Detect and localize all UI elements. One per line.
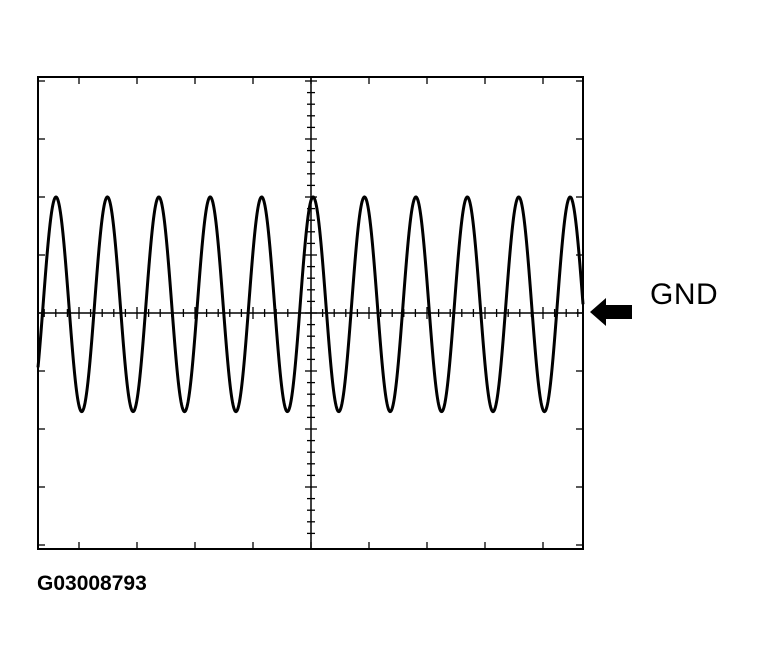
gnd-arrow-icon xyxy=(590,298,632,326)
signal-waveform xyxy=(36,195,585,414)
figure-id: G03008793 xyxy=(37,572,147,595)
gnd-label: GND xyxy=(650,278,719,311)
